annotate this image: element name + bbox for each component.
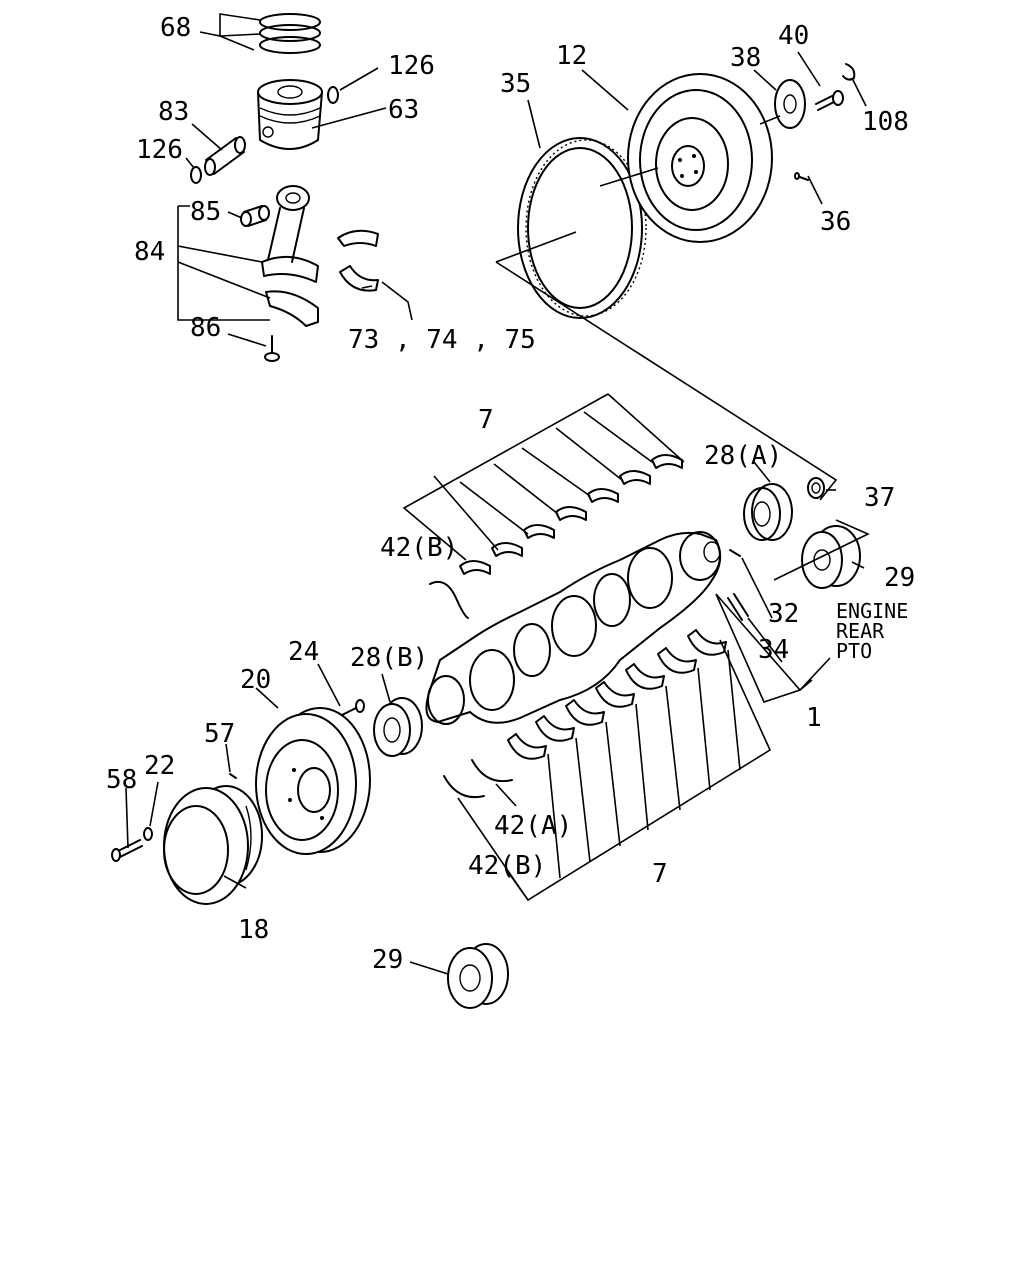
label-126-lower: 126 — [136, 135, 183, 165]
label-63: 63 — [388, 95, 419, 125]
thrust-washer-lower-b — [443, 775, 485, 798]
label-36: 36 — [820, 207, 851, 237]
dowel-57 — [229, 773, 237, 779]
label-126-upper: 126 — [388, 51, 435, 81]
small-end-bushing — [240, 205, 270, 227]
gear-28a — [743, 483, 793, 541]
crank-pulley-18 — [163, 785, 263, 905]
label-28b: 28(B) — [350, 643, 428, 673]
engine-rear-pto-note: ENGINE REAR PTO — [836, 599, 908, 663]
label-68: 68 — [160, 13, 191, 43]
rod-cap — [265, 290, 319, 327]
label-7-bottom: 7 — [652, 859, 668, 889]
thrust-washer-lower-a — [471, 759, 513, 782]
bolt-58 — [111, 839, 143, 862]
label-20: 20 — [240, 665, 271, 695]
rod-bolt — [264, 335, 280, 362]
rod-bearing-shells — [337, 229, 379, 292]
upper-main-bearings — [459, 454, 683, 575]
lower-main-bearings — [507, 629, 727, 760]
label-40: 40 — [778, 21, 809, 51]
label-1: 1 — [806, 703, 822, 733]
label-86: 86 — [190, 313, 221, 343]
leader-lines — [125, 13, 870, 975]
flywheel-bolt — [815, 90, 844, 111]
label-108: 108 — [862, 107, 909, 137]
bolt-24 — [339, 699, 365, 717]
label-42a: 42(A) — [494, 811, 572, 841]
gear-29-bottom — [447, 943, 509, 1009]
piston — [257, 79, 323, 150]
piston-pin — [204, 136, 246, 176]
thrust-washer-upper — [429, 580, 469, 619]
label-57: 57 — [204, 719, 235, 749]
bearing-37 — [807, 477, 825, 499]
retaining-clip-108 — [842, 63, 856, 81]
label-18: 18 — [238, 915, 269, 945]
label-7-top: 7 — [478, 405, 494, 435]
snap-ring-126-upper — [327, 86, 339, 104]
connecting-rod — [261, 185, 319, 283]
label-29-right: 29 — [884, 563, 915, 593]
label-28a: 28(A) — [704, 441, 782, 471]
note-line-2: REAR — [836, 619, 885, 643]
note-line-3: PTO — [836, 639, 872, 663]
key-34 — [727, 593, 749, 621]
crankshaft — [425, 531, 722, 725]
label-22: 22 — [144, 751, 175, 781]
label-24: 24 — [288, 637, 319, 667]
pto-gear-29-right — [801, 525, 861, 589]
piston-rings — [259, 13, 321, 54]
label-12: 12 — [556, 41, 587, 71]
label-32: 32 — [768, 599, 799, 629]
label-84: 84 — [134, 237, 165, 267]
label-37: 37 — [864, 483, 895, 513]
key-32 — [729, 549, 741, 557]
label-29-bottom: 29 — [372, 945, 403, 975]
label-35: 35 — [500, 69, 531, 99]
note-line-1: ENGINE — [836, 599, 908, 623]
label-38: 38 — [730, 43, 761, 73]
damper-pulley-20 — [255, 707, 371, 855]
label-34: 34 — [758, 635, 789, 665]
gear-28b — [373, 697, 423, 757]
label-42b-bottom: 42(B) — [468, 851, 546, 881]
washer-22 — [143, 827, 153, 841]
label-58: 58 — [106, 765, 137, 795]
part-labels: 68 126 63 83 126 85 84 86 73 , 74 , 75 3… — [106, 13, 915, 975]
label-83: 83 — [158, 97, 189, 127]
ring-gear — [517, 137, 647, 319]
flywheel-bolt-plate — [774, 79, 806, 129]
label-73-74-75: 73 , 74 , 75 — [348, 325, 536, 355]
dowel-pin-36 — [794, 172, 809, 181]
label-85: 85 — [190, 197, 221, 227]
label-42b-top: 42(B) — [380, 533, 458, 563]
snap-ring-126-lower — [190, 166, 202, 184]
flywheel — [627, 73, 773, 243]
